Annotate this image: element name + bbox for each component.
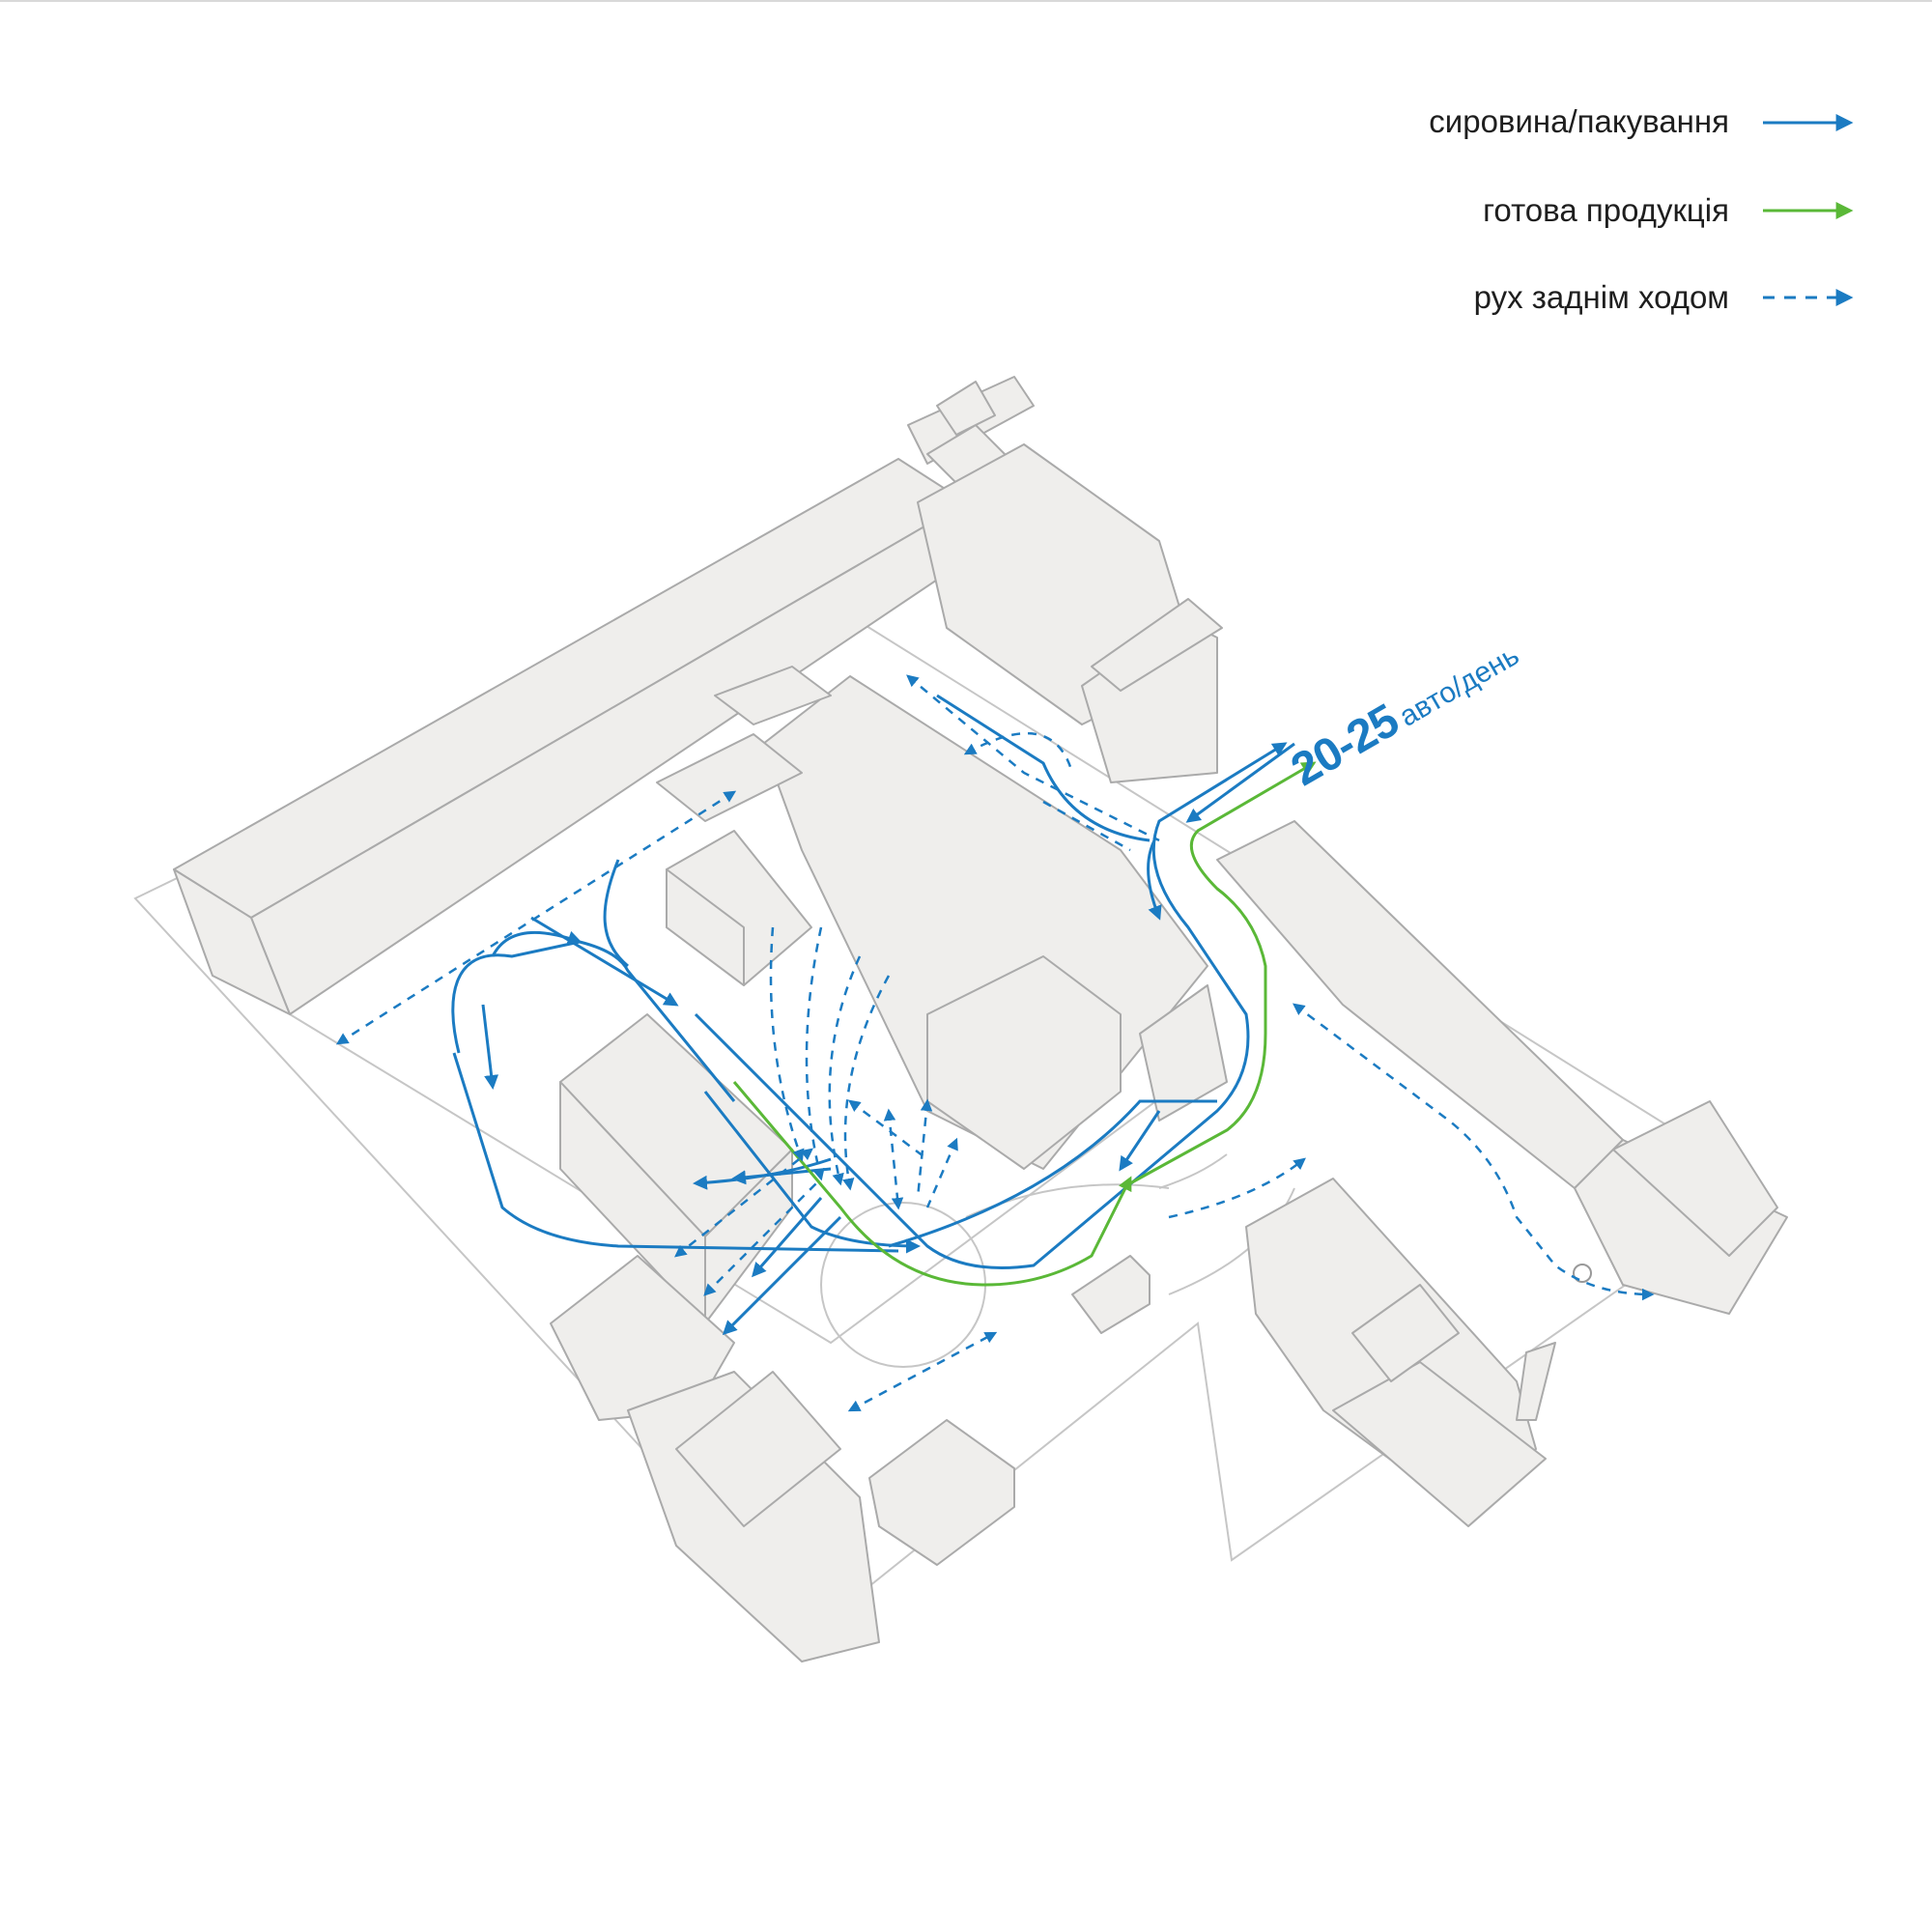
- reverse-routes: [335, 674, 1655, 1412]
- legend-swatches: [1763, 114, 1854, 306]
- buildings: [173, 376, 1788, 1662]
- finished-goods-route: [732, 761, 1317, 1287]
- legend-label-raw-material: сировина/пакування: [1429, 103, 1729, 139]
- legend-label-finished-goods: готова продукція: [1483, 192, 1729, 228]
- top-rule: [0, 0, 1932, 2]
- legend-label-reverse: рух заднім ходом: [1473, 279, 1729, 315]
- legend-row-finished-goods: готова продукція: [1483, 189, 1729, 232]
- legend-row-raw-material: сировина/пакування: [1429, 100, 1729, 143]
- legend-row-reverse: рух заднім ходом: [1474, 276, 1729, 319]
